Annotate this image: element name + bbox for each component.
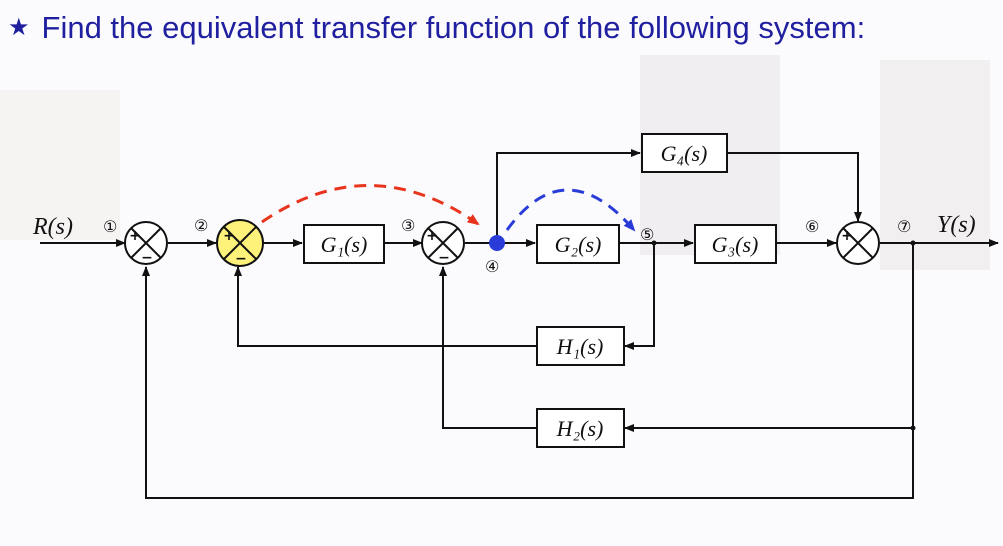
sj4-plus-sign: + xyxy=(841,228,853,244)
node-6-label: ⑥ xyxy=(805,217,819,236)
red-dashed-move-arrow xyxy=(261,184,480,226)
node-4-label: ④ xyxy=(485,257,499,276)
sj3-plus-sign: + xyxy=(426,228,438,244)
summing-junction-2-highlighted: + − xyxy=(216,219,264,267)
input-signal-label: R(s) xyxy=(32,214,73,240)
block-h1-label: H₁(s) xyxy=(556,334,604,359)
wire-h1-to-s2 xyxy=(234,266,536,347)
node-2-label: ② xyxy=(194,216,208,235)
node-3-label: ③ xyxy=(401,216,415,235)
blue-dashed-move-arrow xyxy=(505,188,636,232)
block-g1-label: G₁(s) xyxy=(321,232,368,257)
pickoff-dot-5 xyxy=(651,240,657,246)
block-g3 xyxy=(694,224,777,264)
node-7-label: ⑦ xyxy=(897,217,911,236)
block-g4 xyxy=(641,133,728,173)
title-text: Find the equivalent transfer function of… xyxy=(41,10,866,45)
sj1-plus-sign: + xyxy=(129,228,141,244)
sj3-minus-sign: − xyxy=(438,250,450,266)
wire-to-g4 xyxy=(496,149,641,243)
sj2-plus-sign: + xyxy=(223,228,235,244)
block-g3-label: G₃(s) xyxy=(712,232,759,257)
block-h2 xyxy=(536,408,625,448)
summing-junction-4: + xyxy=(836,221,880,265)
sj2-minus-sign: − xyxy=(235,251,247,267)
wire-to-h2 xyxy=(624,243,914,432)
wire-h2-to-s3 xyxy=(439,266,536,429)
node-5-label: ⑤ xyxy=(640,225,654,244)
page-title: ★ Find the equivalent transfer function o… xyxy=(8,10,865,46)
bullet-star-icon: ★ xyxy=(8,14,30,41)
block-h1 xyxy=(536,326,625,366)
output-signal-label: Y(s) xyxy=(937,212,976,238)
wire-to-h1 xyxy=(624,243,655,350)
pickoff-dot-7b xyxy=(910,425,916,431)
wire-g4-to-s4 xyxy=(728,152,862,222)
block-g2 xyxy=(536,224,620,264)
block-g4-label: G₄(s) xyxy=(661,141,708,166)
summing-junction-3: + − xyxy=(421,221,465,266)
block-g1 xyxy=(303,224,385,264)
summing-junction-1: + − xyxy=(124,221,168,266)
node-1-label: ① xyxy=(103,217,117,236)
block-h2-label: H₂(s) xyxy=(556,416,604,441)
wire-outer-feedback xyxy=(142,266,914,499)
pickoff-point-4 xyxy=(489,235,505,251)
pickoff-dot-7 xyxy=(910,240,916,246)
sj1-minus-sign: − xyxy=(141,250,153,266)
block-g2-label: G₂(s) xyxy=(555,232,602,257)
